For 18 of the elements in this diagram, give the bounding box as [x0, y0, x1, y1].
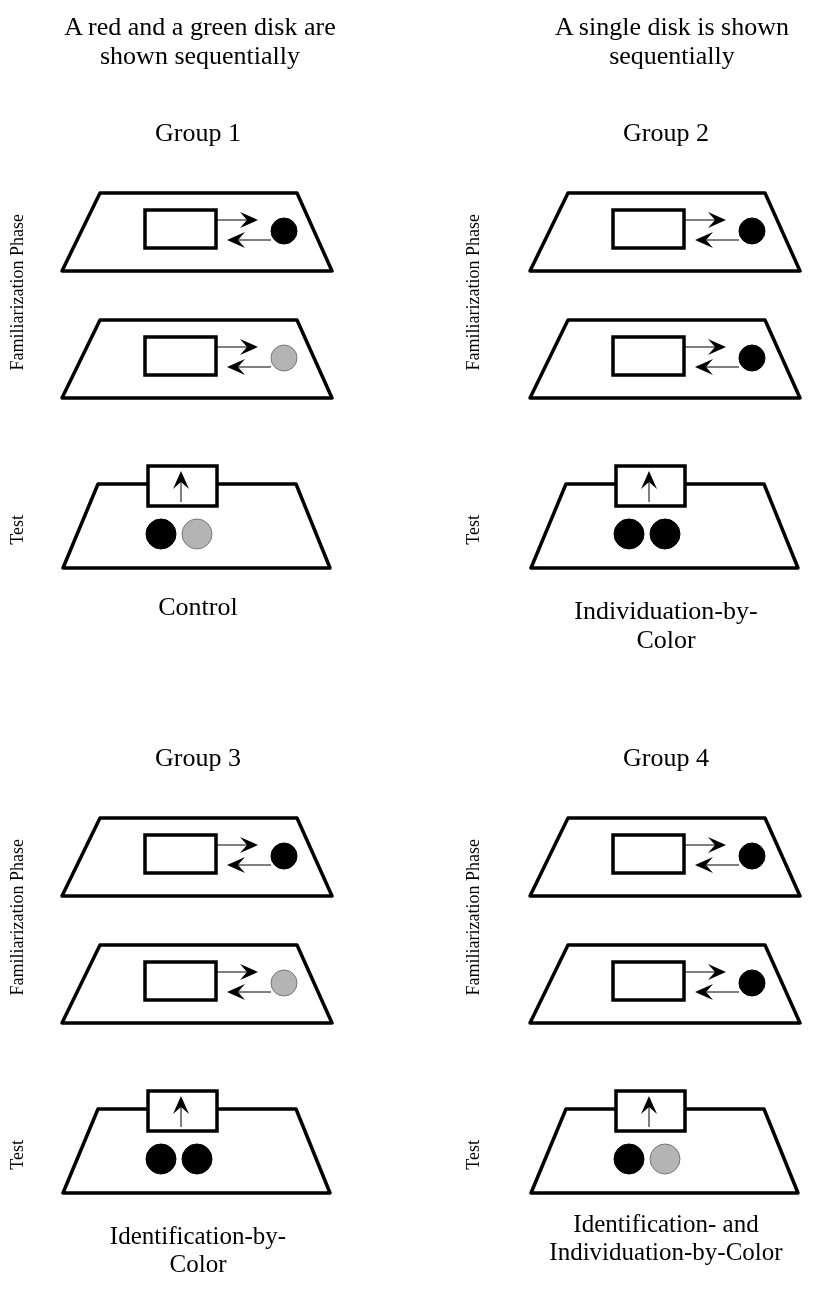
column-heading: A red and a green disk are shown sequentially — [63, 12, 337, 71]
condition-label: Individuation-by-Color — [573, 596, 759, 655]
column-heading: A single disk is shown sequentially — [554, 12, 790, 71]
phase-label: Test — [462, 515, 484, 545]
phase-label: Test — [462, 1140, 484, 1170]
condition-label: Identification-by-Color — [108, 1222, 288, 1278]
phase-label: Test — [6, 515, 28, 545]
group-title: Group 1 — [154, 118, 242, 148]
group-title: Group 4 — [622, 743, 710, 773]
phase-label: Familiarization Phase — [462, 213, 484, 371]
phase-label: Familiarization Phase — [6, 838, 28, 996]
condition-label: Control — [157, 592, 239, 622]
phase-label: Familiarization Phase — [6, 213, 28, 371]
phase-label: Test — [6, 1140, 28, 1170]
condition-label: Identification- and Individuation-by-Color — [548, 1210, 784, 1266]
group-title: Group 2 — [622, 118, 710, 148]
phase-label: Familiarization Phase — [462, 838, 484, 996]
group-title: Group 3 — [154, 743, 242, 773]
